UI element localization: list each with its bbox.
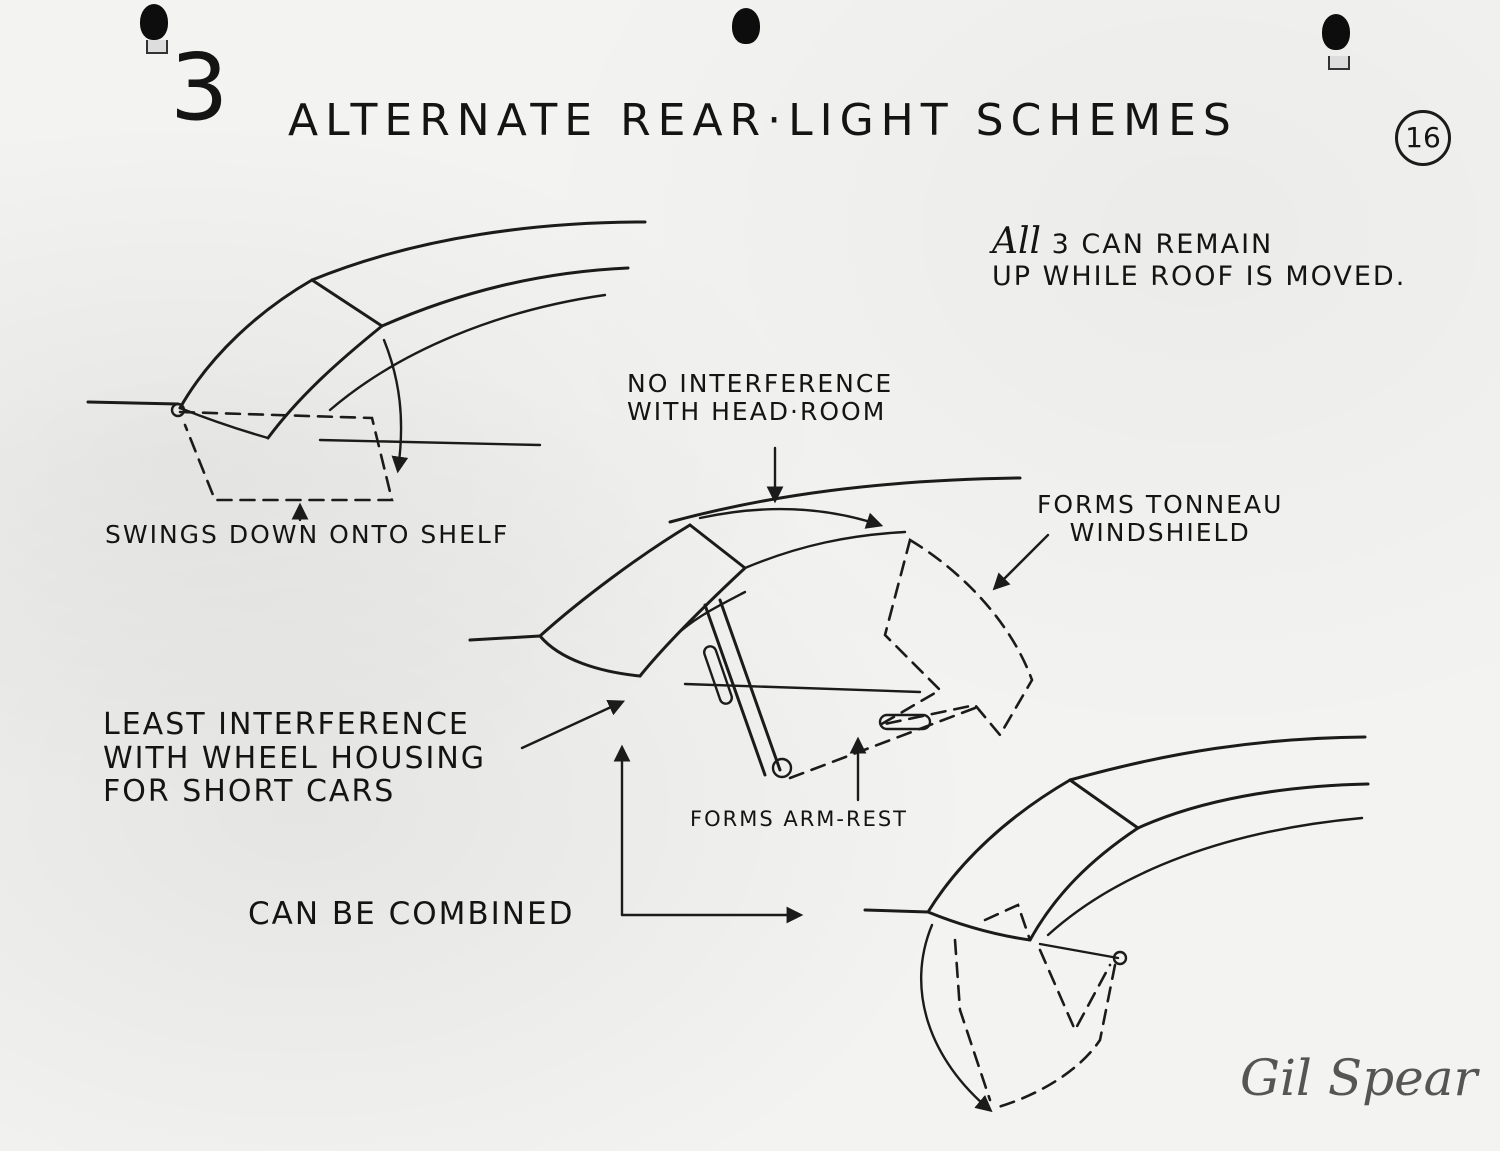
scheme-3-roof: [863, 735, 1370, 966]
scheme-3-swing-path: [919, 903, 1117, 1113]
label-tonneau-line-2: WINDSHIELD: [1069, 518, 1251, 547]
label-headroom-line-2: WITH HEAD·ROOM: [627, 397, 887, 426]
note-all-three: All 3 CAN REMAIN UP WHILE ROOF IS MOVED.: [992, 221, 1407, 293]
combined-arrow: [613, 744, 804, 924]
binder-hole-left: [140, 4, 168, 40]
label-swings-down: SWINGS DOWN ONTO SHELF: [105, 520, 510, 549]
page-number-badge: 16: [1395, 110, 1451, 166]
label-wheel-line-1: LEAST INTERFERENCE: [103, 707, 470, 742]
label-arm-rest: FORMS ARM-REST: [690, 807, 908, 831]
label-wheel-line-3: FOR SHORT CARS: [103, 774, 396, 810]
binder-hole-center: [732, 8, 760, 44]
binder-clip-right: [1328, 56, 1350, 70]
page-title: ALTERNATE REAR·LIGHT SCHEMES: [288, 95, 1238, 146]
note-prefix: All: [992, 221, 1042, 262]
page-title-number: 3: [170, 34, 229, 141]
label-tonneau-line-1: FORMS TONNEAU: [1037, 490, 1284, 519]
label-wheel-housing: LEAST INTERFERENCE WITH WHEEL HOUSING FO…: [103, 708, 486, 809]
scheme-2-roof: [468, 476, 1022, 779]
signature: Gil Spear: [1240, 1049, 1478, 1107]
binder-hole-right: [1322, 14, 1350, 50]
scheme-2-tonneau-windshield: [520, 446, 1050, 802]
label-headroom: NO INTERFERENCE WITH HEAD·ROOM: [627, 370, 893, 426]
note-line-1: 3 CAN REMAIN: [1051, 229, 1274, 260]
note-line-2: UP WHILE ROOF IS MOVED.: [992, 261, 1407, 293]
label-headroom-line-1: NO INTERFERENCE: [627, 369, 894, 398]
binder-clip-left: [146, 40, 168, 54]
label-can-be-combined: CAN BE COMBINED: [248, 896, 575, 932]
label-tonneau-windshield: FORMS TONNEAU WINDSHIELD: [1037, 491, 1283, 547]
scheme-1-roof: [86, 220, 647, 447]
scheme-1-swing-path: [178, 338, 409, 522]
label-wheel-line-2: WITH WHEEL HOUSING: [103, 740, 487, 776]
